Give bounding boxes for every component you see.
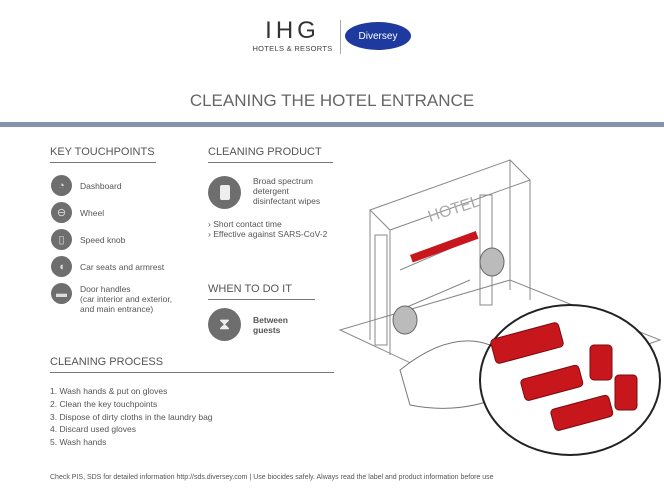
logo-divider [340, 20, 341, 54]
touchpoint-label: Car seats and armrest [80, 261, 165, 272]
hotel-sign: HOTEL [426, 193, 482, 226]
touchpoint-label: Dashboard [80, 180, 122, 191]
gear-knob-icon: ▯ [51, 229, 72, 250]
touchpoint-item: ◖ Car seats and armrest [51, 256, 211, 277]
process-heading: CLEANING PROCESS [50, 356, 334, 373]
car-seat-icon: ◖ [51, 256, 72, 277]
process-step: 4. Discard used gloves [50, 424, 136, 435]
process-step: 1. Wash hands & put on gloves [50, 386, 168, 396]
wipes-icon [208, 176, 241, 209]
process-step: 2. Clean the key touchpoints [50, 398, 158, 409]
page-title: CLEANING THE HOTEL ENTRANCE [189, 91, 475, 110]
car-icon: ▬ [51, 283, 72, 304]
footer-disclaimer: Check PIS, SDS for detailed information … [50, 474, 494, 481]
product-bullet: › Effective against SARS-CoV-2 [208, 229, 328, 239]
bullet-text: Short contact time [213, 219, 282, 229]
process-step: 3. Dispose of dirty cloths in the laundr… [50, 411, 213, 422]
steering-wheel-icon: ⊖ [51, 202, 72, 223]
ihg-subtitle: HOTELS & RESORTS [252, 44, 333, 53]
bullet-text: Effective against SARS-CoV-2 [213, 229, 328, 239]
when-heading: WHEN TO DO IT [208, 283, 315, 300]
product-name: Broad spectrum detergent disinfectant wi… [253, 176, 321, 206]
hotel-entrance-illustration: HOTEL [338, 159, 662, 456]
touchpoint-item: ▬ Door handles (car interior and exterior… [51, 283, 211, 314]
title-bar [0, 122, 664, 127]
touchpoints-list: ◔ Dashboard ⊖ Wheel ▯ Speed knob ◖ Car seats… [51, 175, 211, 314]
product-section: CLEANING PRODUCT Broad spectrum detergen… [208, 146, 333, 239]
when-text: Between guests [253, 314, 288, 335]
car-seats-highlight [490, 322, 638, 431]
process-steps: 1. Wash hands & put on gloves 2. Clean t… [50, 385, 334, 449]
ihg-wordmark: IHG [265, 17, 320, 44]
process-step: 5. Wash hands [50, 437, 107, 448]
planter [392, 305, 418, 335]
diversey-logo: Diversey [345, 22, 411, 50]
planter [479, 247, 505, 277]
touchpoint-item: ⊖ Wheel [51, 202, 211, 223]
touchpoint-label: Door handles (car interior and exterior,… [80, 284, 173, 314]
product-bullet: › Short contact time [208, 219, 282, 229]
when-row: ⧗ Between guests [208, 308, 315, 341]
touchpoints-section: KEY TOUCHPOINTS [50, 146, 156, 163]
touchpoints-heading: KEY TOUCHPOINTS [50, 146, 156, 163]
touchpoint-item: ◔ Dashboard [51, 175, 211, 196]
door-handle-highlight [410, 231, 479, 263]
when-section: WHEN TO DO IT ⧗ Between guests [208, 283, 315, 341]
touchpoint-label: Speed knob [80, 234, 126, 245]
diversey-wordmark: Diversey [358, 30, 398, 42]
process-section: CLEANING PROCESS 1. Wash hands & put on … [50, 356, 334, 449]
ihg-logo: IHG HOTELS & RESORTS [250, 17, 335, 54]
touchpoint-label: Wheel [80, 207, 105, 218]
touchpoint-item: ▯ Speed knob [51, 229, 211, 250]
product-row: Broad spectrum detergent disinfectant wi… [208, 176, 333, 209]
product-heading: CLEANING PRODUCT [208, 146, 333, 163]
hourglass-icon: ⧗ [208, 308, 241, 341]
dashboard-icon: ◔ [51, 175, 72, 196]
